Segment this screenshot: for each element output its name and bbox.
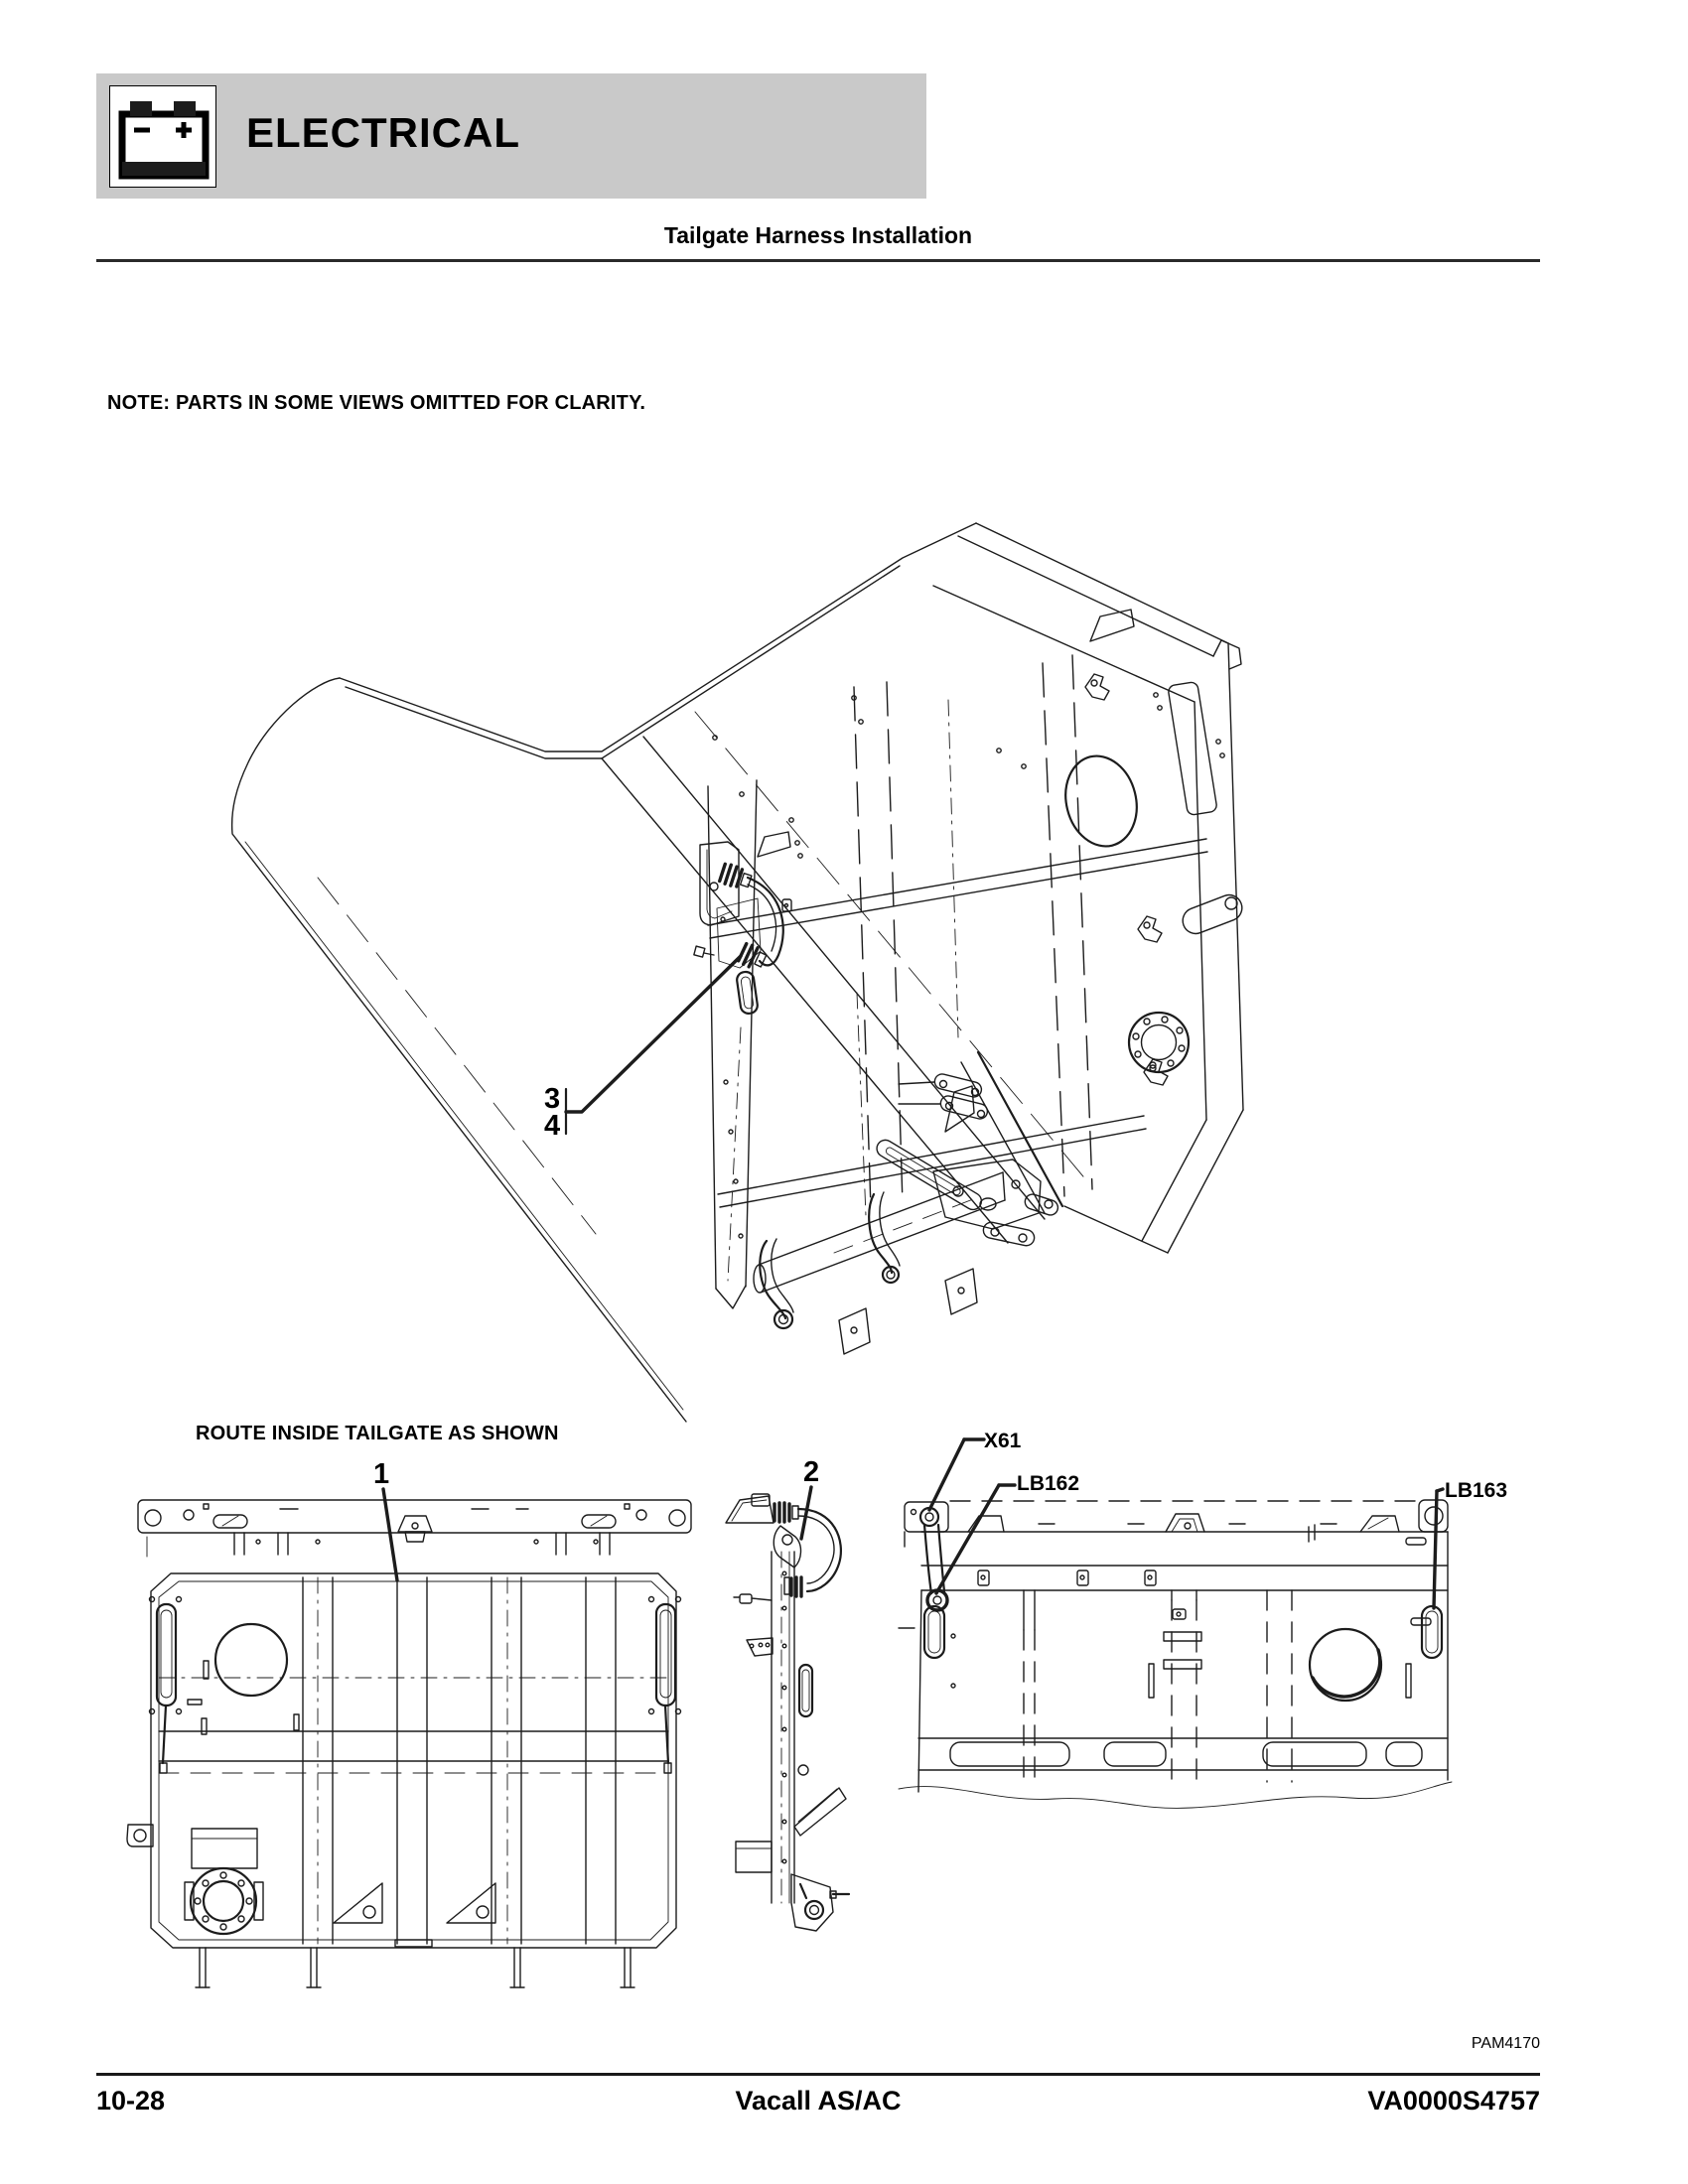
tailgate-harness [693, 841, 784, 1015]
label-lb162: LB162 [1017, 1472, 1080, 1495]
label-lb163: LB163 [1445, 1479, 1508, 1502]
tailgate-panel [126, 1572, 682, 1988]
callout-4: 4 [544, 1110, 561, 1142]
footer-rule [96, 2073, 1540, 2076]
section-title: ELECTRICAL [246, 109, 520, 156]
figure-tailgate-front-view [898, 1437, 1453, 1809]
note-text: NOTE: PARTS IN SOME VIEWS OMITTED FOR CL… [107, 392, 646, 414]
page-title: Tailgate Harness Installation [663, 222, 973, 248]
side-view-parts [725, 1485, 851, 1932]
figure-reference: PAM4170 [1471, 2035, 1540, 2052]
callout-2: 2 [803, 1456, 820, 1488]
connector-leaders [927, 1437, 1445, 1610]
body-frame [707, 522, 1244, 1309]
page-number: 10-28 [96, 2086, 166, 2116]
figure-tailgate-inside-view [126, 1487, 692, 1988]
route-instruction: ROUTE INSIDE TAILGATE AS SHOWN [196, 1423, 559, 1444]
front-view-parts [898, 1499, 1453, 1809]
hinge-rail [137, 1499, 692, 1570]
lower-linkage [753, 1050, 1169, 1355]
battery-icon [109, 85, 216, 188]
model-name: Vacall AS/AC [735, 2086, 902, 2116]
figure-isometric-rear-view [230, 522, 1244, 1423]
footer: 10-28 Vacall AS/AC VA0000S4757 [96, 2086, 1540, 2116]
label-x61: X61 [984, 1430, 1022, 1452]
title-rule [96, 259, 1540, 262]
canopy-sheet [230, 522, 1088, 1423]
doc-number: VA0000S4757 [1367, 2086, 1540, 2116]
callout-1: 1 [373, 1458, 390, 1490]
callout-3-4-leader [564, 954, 743, 1136]
callout-3: 3 [544, 1083, 561, 1115]
callout-1-leader [381, 1487, 399, 1582]
figure-tailgate-side-view [725, 1485, 851, 1932]
section-banner: ELECTRICAL [96, 73, 926, 199]
